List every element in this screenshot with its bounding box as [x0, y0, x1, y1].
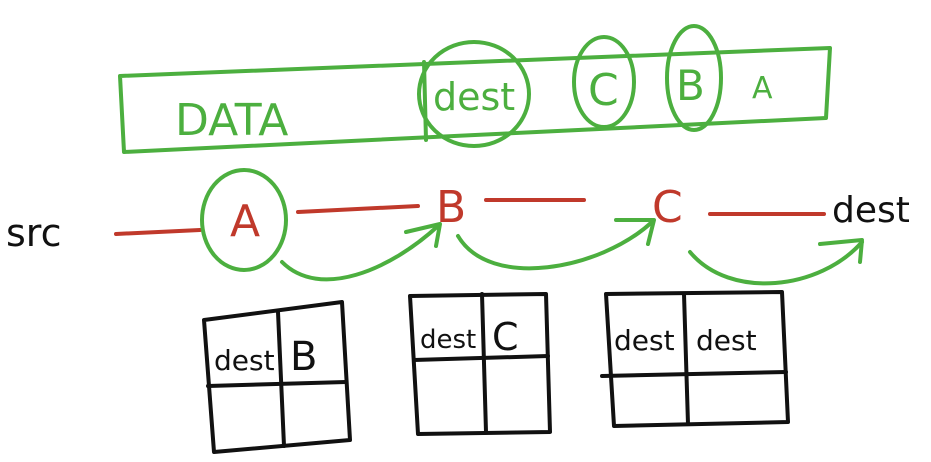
- source-label: src: [6, 211, 61, 255]
- header-c-circle: [572, 35, 636, 129]
- table-b-value: C: [492, 315, 519, 359]
- hop-arrow-c-dest-head: [818, 238, 864, 264]
- header-dest-circle: [417, 40, 531, 148]
- header-field-c: C: [588, 65, 619, 116]
- hop-arrow-c-dest: [688, 240, 864, 286]
- table-a-key: dest: [214, 344, 275, 377]
- forwarding-table-c: dest dest: [600, 290, 790, 428]
- packet-outline: [118, 46, 832, 154]
- table-b-hline: [412, 354, 550, 362]
- table-a-value: B: [290, 334, 317, 380]
- table-b-vline: [480, 292, 488, 434]
- table-c-value: dest: [696, 324, 757, 357]
- forwarding-table-a: dest B: [202, 300, 352, 454]
- header-b-circle: [665, 24, 723, 132]
- table-a-vline: [276, 310, 286, 448]
- table-b-key: dest: [420, 325, 476, 355]
- table-b-outline: [408, 292, 552, 436]
- hop-arrow-a-b-head: [404, 222, 442, 248]
- table-c-key: dest: [614, 324, 675, 357]
- hop-arrow-b-c-head: [614, 218, 656, 246]
- header-field-b: B: [676, 61, 705, 110]
- packet: DATA dest C B A: [118, 24, 832, 154]
- hop-arrow-a-b: [280, 224, 440, 282]
- header-field-a: A: [752, 71, 773, 106]
- table-a-outline: [202, 300, 352, 454]
- link-a-b: [296, 204, 420, 214]
- node-a-circle: [200, 168, 288, 272]
- packet-data-label: DATA: [175, 95, 288, 146]
- table-c-hline: [600, 370, 788, 378]
- table-a-hline: [206, 380, 348, 388]
- hop-arrow-b-c: [456, 220, 654, 271]
- header-field-dest: dest: [433, 75, 515, 119]
- forwarding-table-b: dest C: [408, 292, 552, 436]
- destination-label: dest: [832, 190, 910, 231]
- node-c: C: [652, 182, 683, 233]
- link-src-a: [114, 228, 202, 236]
- table-c-vline: [682, 292, 690, 426]
- node-a: A: [230, 196, 260, 247]
- table-c-outline: [604, 290, 790, 428]
- route-path: src A B C dest: [6, 168, 910, 286]
